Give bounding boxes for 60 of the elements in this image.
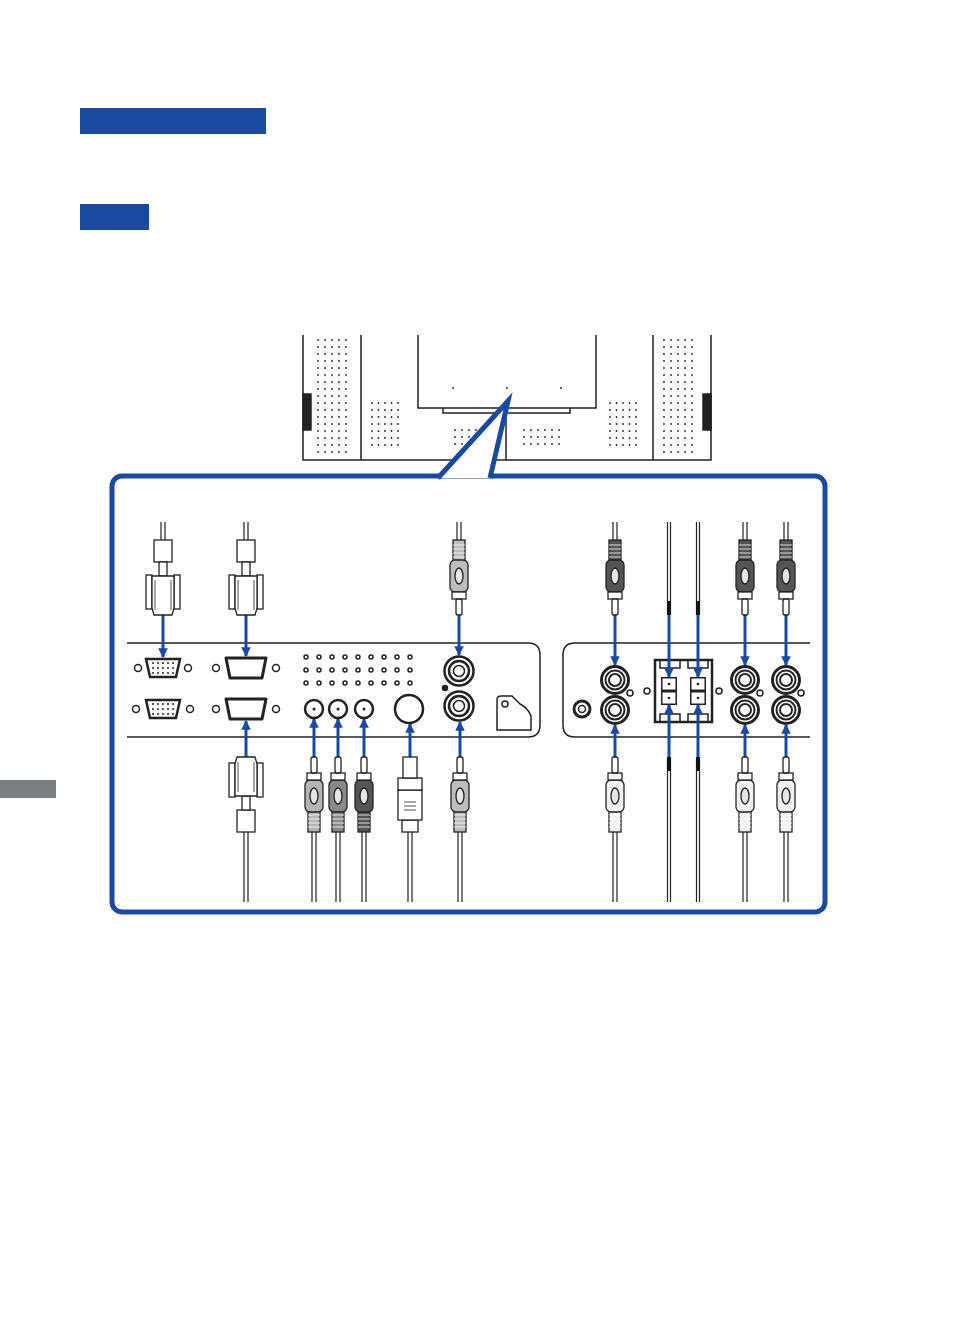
arrow (781, 615, 791, 666)
page-tab (0, 780, 56, 798)
rca-plug (734, 757, 756, 902)
arrow (455, 721, 465, 757)
rca-plug (327, 757, 349, 902)
rca-socket (730, 695, 760, 725)
arrow (158, 615, 168, 658)
arrow (664, 615, 674, 678)
rca-plug (734, 522, 756, 615)
rca-plug (604, 522, 626, 615)
rca-plug (448, 522, 470, 615)
speaker-terminal (661, 677, 677, 691)
d-sub-socket (212, 656, 280, 680)
rca-socket (328, 699, 348, 719)
speaker-terminal (690, 691, 706, 705)
arrow (610, 724, 620, 757)
heading-bar (80, 108, 266, 134)
bnc-socket (443, 655, 475, 687)
arrow (241, 615, 251, 657)
arrow (781, 724, 791, 757)
speaker-terminal (661, 691, 677, 705)
rca-socket (771, 665, 801, 695)
arrow (693, 704, 703, 757)
d-sub-plug (228, 522, 264, 615)
d-sub-socket (212, 697, 280, 721)
rca-plug (775, 522, 797, 615)
arrow (405, 723, 415, 757)
speaker-wire (666, 522, 672, 615)
speaker-wire (695, 757, 701, 902)
arrow (333, 718, 343, 757)
arrow (309, 718, 319, 757)
rca-socket (730, 665, 760, 695)
d-sub-plug (228, 757, 264, 902)
speaker-terminal (690, 677, 706, 691)
rca-plug (353, 757, 375, 902)
arrow (359, 718, 369, 757)
heading-bar (80, 204, 149, 230)
arrow (241, 720, 251, 757)
rca-plug (604, 757, 626, 902)
arrow (740, 615, 750, 666)
rca-socket (354, 699, 374, 719)
arrow (454, 615, 464, 656)
rca-socket (771, 695, 801, 725)
rca-socket (304, 699, 324, 719)
rca-socket (600, 665, 630, 695)
arrow (664, 704, 674, 757)
mini-din-socket (394, 694, 424, 724)
speaker-wire (666, 757, 672, 902)
speaker-wire (695, 522, 701, 615)
s-video-plug (398, 757, 422, 902)
rca-plug (449, 757, 471, 902)
rca-plug (775, 757, 797, 902)
rca-plug (303, 757, 325, 902)
rca-socket (600, 695, 630, 725)
arrow (693, 615, 703, 678)
arrow (740, 724, 750, 757)
vga-socket (134, 657, 192, 679)
d-sub-plug (145, 522, 181, 615)
arrow (610, 615, 620, 666)
bnc-socket (443, 690, 475, 722)
